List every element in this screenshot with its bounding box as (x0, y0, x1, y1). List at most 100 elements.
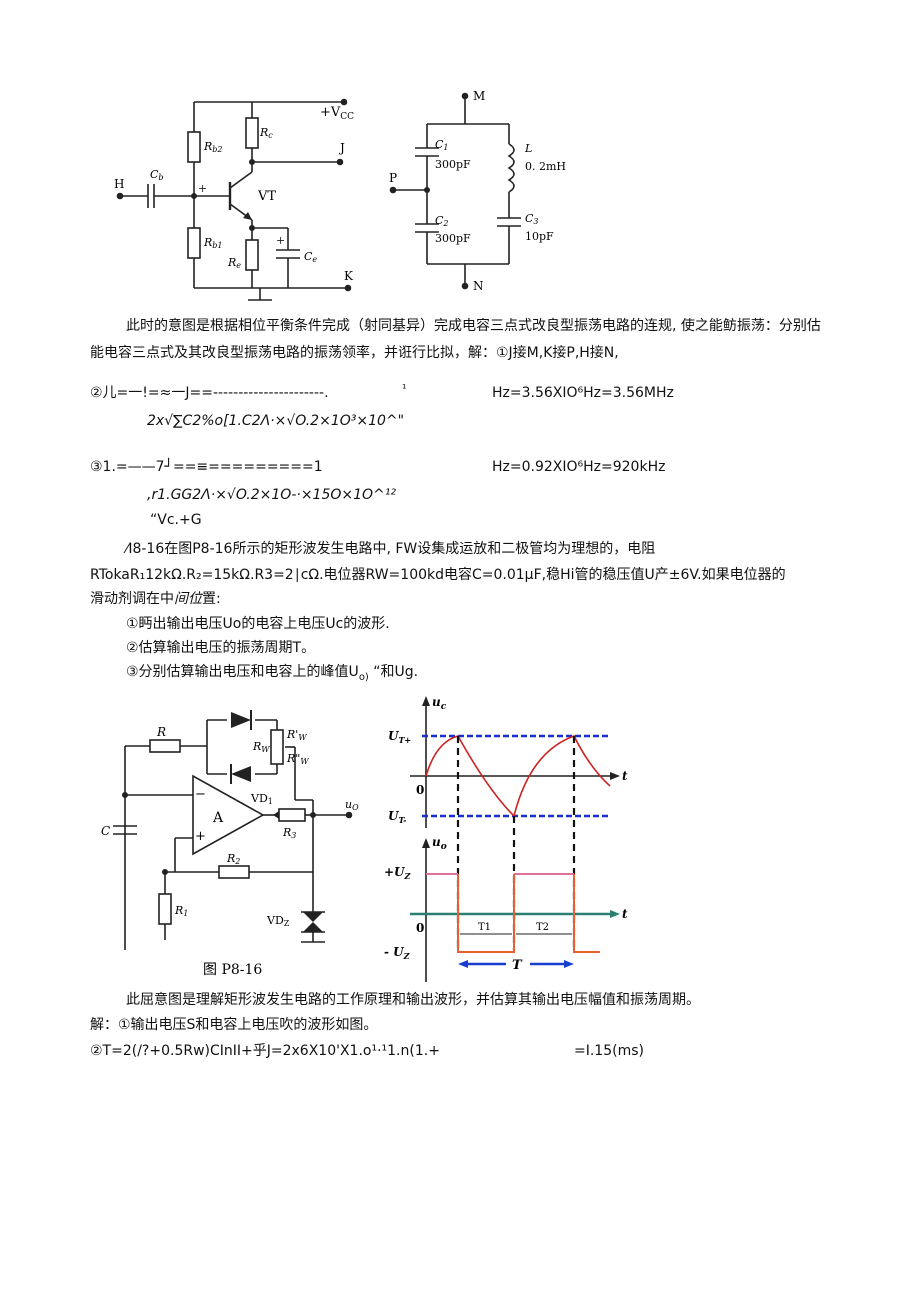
t-axis-label-1: t (622, 769, 628, 783)
output-square-wave (457, 874, 600, 953)
problem-line-3: 滑动剂调在中间位置: (90, 590, 221, 608)
formula-5-denominator: ,r1.GG2Λ·×√O.2×1O-·×15O×1O^¹² (147, 487, 396, 503)
uz-minus-label: - U (384, 945, 405, 959)
vd1-label: VD (250, 792, 268, 805)
formula-2-mark: ¹ (402, 382, 407, 395)
problem-item-3-text: ③分别估算输出电压和电容上的峰值U (126, 664, 359, 680)
svg-text:Cb: Cb (150, 168, 164, 182)
svg-text:Rc: Rc (259, 126, 273, 140)
problem-item-3-sub: o) (358, 671, 369, 683)
problem-item-3: ③分别估算输出电压和电容上的峰值Uo) “和Ug. (126, 663, 418, 687)
problem-item-1: ①眄出输出电压Uo的电容上电压Uc的波形. (126, 616, 390, 632)
svg-text:R2: R2 (226, 852, 240, 866)
uo-axis-label: u (432, 835, 441, 849)
origin-label-2: 0 (416, 921, 424, 935)
problem-line-2: RTokaR₁12kΩ.R₂=15kΩ.R3=2∣cΩ.电位器RW=100kd电… (90, 567, 786, 583)
svg-text:+VCC: +VCC (320, 105, 354, 122)
ce-subscript: e (312, 255, 317, 264)
uo-axis-subscript: o (441, 842, 447, 852)
rb1-subscript: b1 (212, 241, 222, 250)
r-label: R (156, 725, 166, 739)
vdz-subscript: Z (284, 919, 290, 928)
svg-text:UT-: UT- (388, 809, 406, 825)
c2-value: 300pF (435, 232, 471, 245)
r2-subscript: 2 (234, 857, 240, 866)
t1-label: T1 (478, 922, 491, 933)
uz-plus-subscript: Z (404, 871, 412, 881)
t2-label: T2 (536, 922, 549, 933)
formula-3-denominator: 2x√∑C2%o[1.C2Λ·×√O.2×1O³×10^" (147, 413, 405, 429)
c1-subscript: 1 (443, 143, 448, 152)
svg-text:uO: uO (345, 798, 359, 812)
vcc-subscript: CC (340, 112, 354, 122)
h-terminal-label: H (114, 177, 124, 191)
explanation-line-2: 解：①输出电压S和电容上电压吹的波形如图。 (90, 1017, 378, 1033)
vt-label: VT (257, 189, 276, 204)
rw-label: R (252, 740, 261, 753)
re-label: R (227, 256, 236, 269)
rc-label: R (259, 126, 268, 139)
n-terminal-label: N (473, 279, 484, 293)
formula-6: “Vc.+G (150, 512, 202, 528)
c1-value: 300pF (435, 158, 471, 171)
c3-subscript: 3 (533, 217, 538, 226)
uz-minus-subscript: Z (403, 951, 411, 961)
amplifier-circuit-diagram: + + +VCC J H K VT Rc Rb2 Rb1 Re Cb Ce (114, 98, 354, 301)
figure-caption: 图 P8-16 (203, 962, 262, 978)
rb1-label: R (203, 236, 212, 249)
origin-label-1: 0 (416, 783, 424, 797)
analysis-paragraph-1: 此时的意图是根据相位平衡条件完成（射同基异）完成电容三点式改良型振荡电路的连规,… (90, 318, 821, 361)
formula-4-left: ③1.=——7┘==≡=========1 (90, 459, 323, 475)
problem-item-3-end: “和Ug. (368, 664, 419, 680)
r1-label: R (174, 904, 183, 917)
cb-subscript: b (158, 173, 163, 182)
c2-label: C (435, 214, 444, 227)
svg-text:+UZ: +UZ (384, 865, 412, 881)
rw-prime-label: R' (286, 728, 298, 741)
j-terminal-label: J (338, 141, 345, 155)
opamp-plus-label: + (195, 829, 206, 844)
svg-text:Rb1: Rb1 (203, 236, 223, 250)
m-terminal-label: M (473, 89, 485, 103)
t-axis-label-2: t (622, 907, 628, 921)
c2-subscript: 2 (442, 219, 448, 228)
lc-tank-circuit-diagram: M N P C1 300pF C2 300pF L 0. 2mH C3 10pF (389, 89, 566, 293)
rc-subscript: c (268, 131, 273, 140)
rb2-label: R (203, 140, 212, 153)
k-terminal-label: K (344, 269, 354, 283)
svg-text:C2: C2 (435, 214, 449, 228)
svg-text:RW: RW (252, 740, 270, 754)
c3-label: C (525, 212, 534, 225)
svg-text:+: + (198, 182, 207, 195)
c-label: C (101, 824, 110, 838)
formula-2-result: Hz=3.56XIO⁶Hz=3.56MHz (492, 385, 674, 401)
ut-plus-subscript: T+ (398, 735, 411, 745)
rb2-subscript: b2 (212, 145, 222, 154)
rw-double-prime-subscript: W (300, 757, 309, 766)
problem-item-2: ②估算输出电压的振荡周期T。 (126, 640, 316, 656)
svg-text:Re: Re (227, 256, 241, 270)
vcc-label: +V (320, 105, 341, 120)
period-formula-result: =I.15(ms) (574, 1043, 644, 1059)
r2-label: R (226, 852, 235, 865)
svg-text:uc: uc (432, 695, 447, 712)
ut-minus-label: U (388, 809, 400, 823)
rw-prime-subscript: W (298, 733, 307, 742)
ut-plus-label: U (388, 729, 400, 743)
period-label: T (512, 958, 523, 973)
uc-axis-subscript: c (441, 702, 447, 712)
problem-line-3-a: 滑动剂调在中 (90, 591, 174, 607)
r3-subscript: 3 (291, 831, 296, 840)
rw-double-prime-label: R" (286, 752, 300, 765)
c3-value: 10pF (525, 230, 554, 243)
problem-line-3-c: 置: (202, 591, 221, 607)
problem-line-3-b: 间位 (174, 591, 202, 607)
svg-text:VDZ: VDZ (266, 914, 290, 928)
capacitor-voltage-curve (425, 735, 611, 818)
vd1-subscript: 1 (268, 797, 273, 806)
rw-subscript: W (261, 745, 270, 754)
svg-text:uo: uo (432, 835, 447, 852)
svg-text:Rb2: Rb2 (203, 140, 223, 154)
waveform-diagram: uc UT+ UT- t 0 uo +UZ - UZ t 0 T1 T2 T (384, 695, 628, 982)
p-terminal-label: P (389, 171, 397, 185)
